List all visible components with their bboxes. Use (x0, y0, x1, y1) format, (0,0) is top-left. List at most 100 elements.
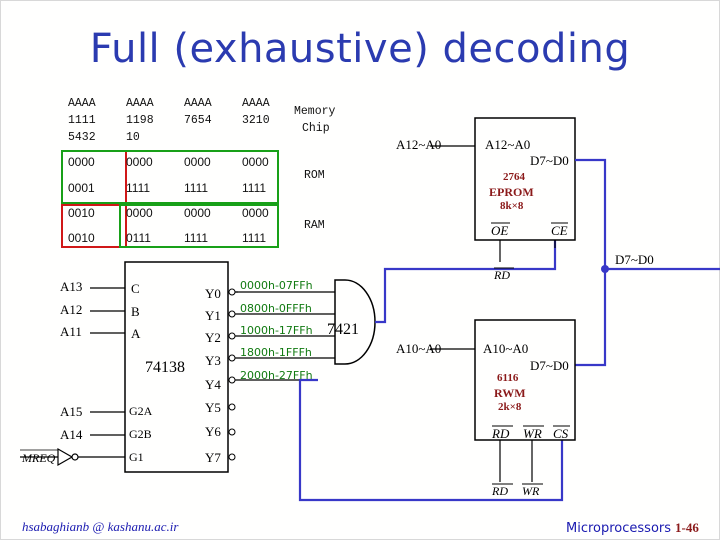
ram-data-pin: D7~D0 (530, 358, 569, 373)
ram-rd-signal-label: RD (492, 484, 508, 498)
header-col2-r1: AAAA (126, 97, 154, 110)
data-bus-wire (575, 158, 607, 367)
label-a11: A11 (60, 324, 82, 339)
ram-prefix-highlight (61, 204, 127, 248)
eprom-address-pin: A12~A0 (485, 137, 531, 152)
eprom-address-label: A12~A0 (396, 137, 442, 152)
footer-email: hsabaghianb @ kashanu.ac.ir (22, 519, 179, 534)
decoder-input-g2b: G2B (129, 427, 152, 441)
y2-bubble-icon (228, 332, 236, 340)
row4-col4: 1111 (242, 231, 267, 245)
y0-bubble-icon (228, 288, 236, 296)
decoder-output-y3: Y3 (205, 353, 221, 368)
chip-label-rom: ROM (304, 169, 325, 182)
ram-chip-box (474, 319, 576, 441)
decoder-input-g1: G1 (129, 450, 144, 464)
header-col1-r3: 5432 (68, 131, 96, 144)
label-a13: A13 (60, 279, 83, 294)
y3-bubble-icon (228, 354, 236, 362)
row3-col1: 0010 (68, 206, 95, 220)
header-col4-r2: 3210 (242, 114, 270, 127)
decoder-input-b: B (131, 304, 140, 319)
eprom-oe-label: OE (491, 223, 509, 238)
gate-part-number: 7421 (327, 321, 359, 338)
header-col3-r2: 7654 (184, 114, 212, 127)
eprom-rd-label: RD (494, 268, 510, 282)
footer-page: 1-46 (675, 520, 699, 535)
row4-col3: 1111 (184, 231, 209, 245)
label-a12: A12 (60, 302, 83, 317)
ram-type: RWM (494, 386, 526, 400)
ram-address-label: A10~A0 (396, 341, 442, 356)
slide-title: Full (exhaustive) decoding (89, 26, 631, 72)
range-y3: 1800h-1FFFh (240, 346, 312, 359)
row3-col4: 0000 (242, 206, 269, 220)
decoder-output-y1: Y1 (205, 308, 221, 323)
row1-col3: 0000 (184, 155, 211, 169)
row4-col2: 0111 (126, 231, 151, 245)
decoder-74138-box (124, 261, 229, 473)
label-mreq: MREQ (22, 451, 56, 465)
rom-range-highlight (61, 150, 279, 204)
wire-gate-to-eprom-ce (375, 238, 557, 324)
chip-label-ram: RAM (304, 219, 325, 232)
decoder-output-y6: Y6 (205, 424, 221, 439)
row1-col4: 0000 (242, 155, 269, 169)
header-col4-r1: AAAA (242, 97, 270, 110)
decoder-output-y5: Y5 (205, 400, 221, 415)
decoder-input-c: C (131, 281, 140, 296)
row2-col3: 1111 (184, 181, 209, 195)
label-a14: A14 (60, 427, 83, 442)
ram-wr-signal-label: WR (522, 484, 540, 498)
decoder-output-y4: Y4 (205, 377, 221, 392)
footer-course: Microprocessors (566, 521, 672, 536)
eprom-type: EPROM (489, 185, 534, 199)
y4-bubble-icon (228, 376, 236, 384)
header-col2-r3: 10 (126, 131, 140, 144)
row2-col2: 1111 (126, 181, 151, 195)
header-col2-r2: 1198 (126, 114, 154, 127)
eprom-chip-box (474, 117, 576, 241)
decoder-output-y7: Y7 (205, 450, 221, 465)
y7-bubble-icon (228, 453, 236, 461)
header-col3-r1: AAAA (184, 97, 212, 110)
ram-part-number: 6116 (497, 372, 519, 384)
y1-bubble-icon (228, 310, 236, 318)
row4-col1: 0010 (68, 231, 95, 245)
wire-y4-to-ram-cs (298, 378, 564, 502)
y5-bubble-icon (228, 403, 236, 411)
decoder-input-g2a: G2A (129, 404, 153, 418)
and-gate-7421-icon (334, 279, 376, 365)
ram-cs-pin-label: CS (553, 426, 569, 441)
range-y1: 0800h-0FFFh (240, 302, 312, 315)
decoder-output-y2: Y2 (205, 330, 221, 345)
range-y0: 0000h-07FFh (240, 279, 313, 292)
footer-right: Microprocessors 1-46 (566, 520, 699, 536)
row2-col1: 0001 (68, 181, 95, 195)
eprom-ce-label: CE (551, 223, 568, 238)
data-bus-label: D7~D0 (615, 252, 654, 267)
range-y2: 1000h-17FFh (240, 324, 313, 337)
y6-bubble-icon (228, 428, 236, 436)
label-a15: A15 (60, 404, 83, 419)
data-bus-junction-icon (601, 265, 609, 273)
header-col1-r2: 1111 (68, 114, 96, 127)
mreq-inverter-bubble-icon (71, 453, 79, 461)
row3-col3: 0000 (184, 206, 211, 220)
row1-col1: 0000 (68, 155, 95, 169)
mreq-inverter-icon (57, 447, 74, 467)
range-y4: 2000h-27FFh (240, 369, 313, 382)
ram-wr-pin-label: WR (523, 426, 542, 441)
memory-header-r2: Chip (302, 122, 330, 135)
row2-col4: 1111 (242, 181, 267, 195)
ram-size: 2k×8 (498, 401, 522, 413)
ram-range-highlight (119, 204, 279, 248)
eprom-size: 8k×8 (500, 200, 524, 212)
row3-col2: 0000 (126, 206, 153, 220)
row1-col2: 0000 (126, 155, 153, 169)
memory-header-r1: Memory (294, 105, 336, 118)
header-col1-r1: AAAA (68, 97, 96, 110)
decoder-part-number: 74138 (145, 359, 185, 376)
